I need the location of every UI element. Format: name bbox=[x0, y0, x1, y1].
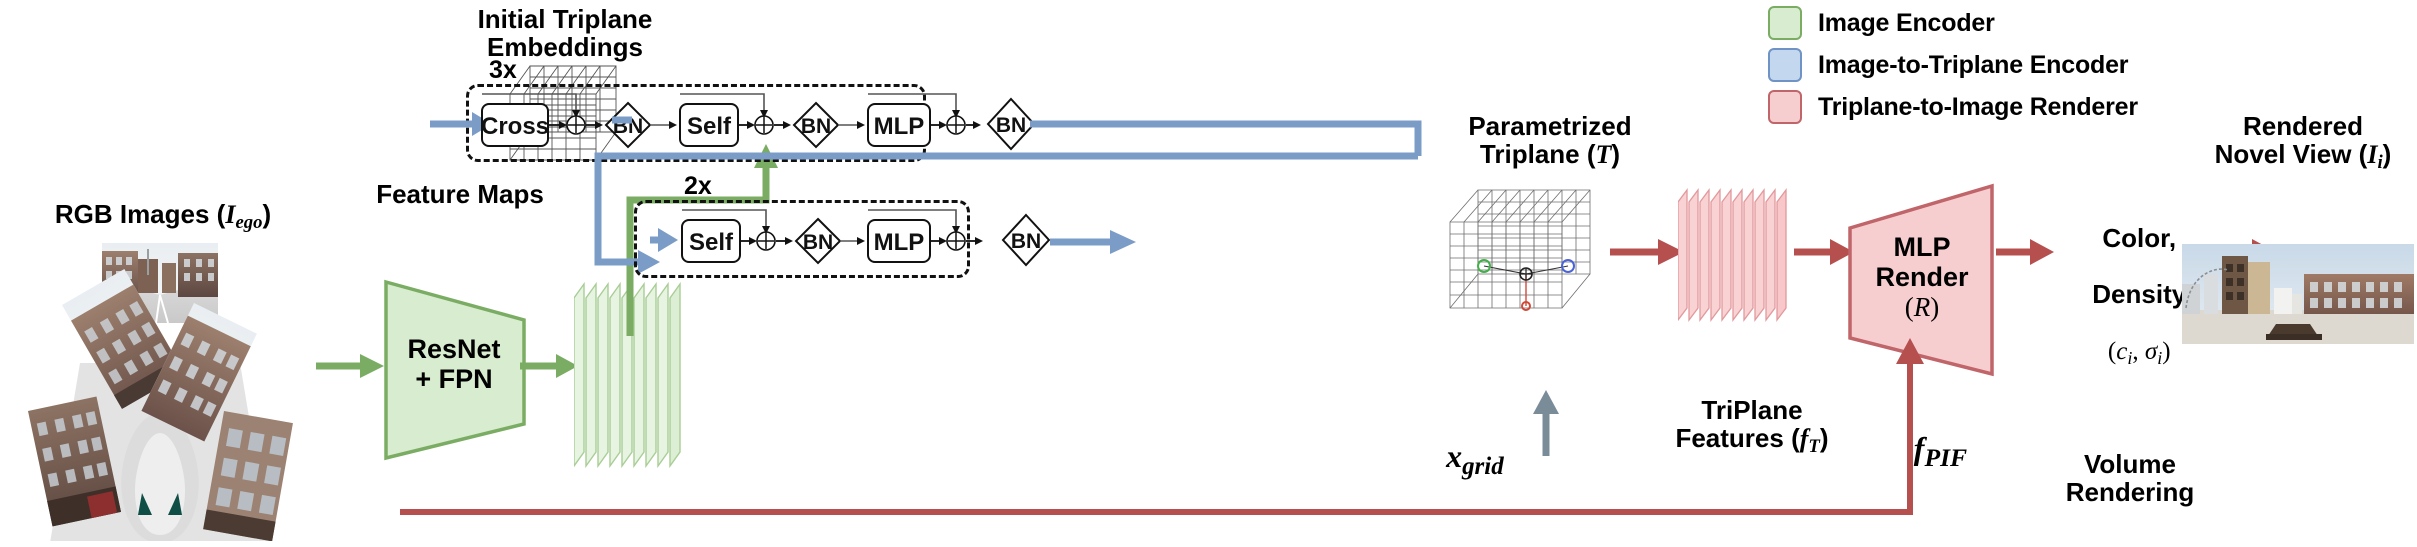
legend-item-triplane-to-image-renderer: Triplane-to-Image Renderer bbox=[1768, 88, 2408, 126]
feature-maps-label: Feature Maps bbox=[376, 179, 544, 209]
legend-swatch-triplane-to-image-renderer bbox=[1768, 90, 1802, 124]
arrow-xgrid-to-triplane bbox=[1528, 388, 1564, 463]
svg-text:Self: Self bbox=[687, 113, 732, 140]
rendered-novel-view-image bbox=[2182, 244, 2414, 344]
legend-label-image-to-triplane-encoder: Image-to-Triplane Encoder bbox=[1818, 50, 2129, 79]
svg-text:BN: BN bbox=[803, 231, 833, 254]
arrow-resnet-to-featuremaps bbox=[520, 350, 580, 387]
arrow-features-to-mlp-render bbox=[1794, 236, 1856, 273]
svg-text:MLP: MLP bbox=[874, 229, 925, 256]
legend-label-triplane-to-image-renderer: Triplane-to-Image Renderer bbox=[1818, 92, 2138, 121]
color-density-label: Color, Density (ci, σi) bbox=[2092, 223, 2187, 369]
resnet-fpn-label: ResNet + FPN bbox=[407, 334, 501, 395]
legend-item-image-encoder: Image Encoder bbox=[1768, 4, 2408, 42]
legend-label-image-encoder: Image Encoder bbox=[1818, 8, 1995, 37]
rgb-images-label: RGB Images (Iego) bbox=[54, 199, 272, 234]
legend-item-image-to-triplane-encoder: Image-to-Triplane Encoder bbox=[1768, 46, 2408, 84]
arrow-cube-to-transformer-top bbox=[612, 106, 652, 141]
legend-swatch-image-to-triplane-encoder bbox=[1768, 48, 1802, 82]
svg-text:BN: BN bbox=[801, 115, 831, 138]
rgb-images-mosaic bbox=[10, 243, 310, 541]
mlp-render-label: MLP Render (R) bbox=[1875, 232, 1969, 323]
arrow-triplane-to-features bbox=[1610, 236, 1686, 273]
transformer-top-repeat-label: 3x bbox=[489, 56, 517, 84]
transformer-bottom-bn-out: BN bbox=[1000, 212, 1060, 273]
legend: Image Encoder Image-to-Triplane Encoder … bbox=[1768, 4, 2408, 130]
arrow-mlp-to-color-density bbox=[1996, 236, 2056, 273]
svg-text:Self: Self bbox=[689, 229, 734, 256]
transformer-bottom-output-arrow bbox=[1050, 228, 1140, 263]
arrow-images-to-resnet bbox=[316, 350, 386, 387]
parametrized-triplane-grid bbox=[1440, 178, 1620, 343]
mlp-render-block: MLP Render (R) bbox=[1846, 182, 1998, 378]
fpif-skip-connection-path bbox=[396, 320, 1956, 545]
x-grid-label: xgrid bbox=[1446, 437, 1504, 480]
f-pif-label: fPIF bbox=[1913, 429, 1968, 472]
transformer-top-bn-out: BN bbox=[985, 96, 1045, 157]
svg-text:MLP: MLP bbox=[874, 113, 925, 140]
triplane-features-stack bbox=[1677, 188, 1806, 329]
resnet-fpn-block: ResNet + FPN bbox=[378, 278, 530, 462]
feature-maps-stack bbox=[573, 280, 704, 475]
legend-swatch-image-encoder bbox=[1768, 6, 1802, 40]
svg-text:BN: BN bbox=[996, 114, 1026, 137]
transformer-bottom-flow: Self BN MLP bbox=[650, 200, 990, 285]
svg-text:Cross: Cross bbox=[481, 113, 549, 140]
transformer-top-flow: Cross BN Self BN MLP bbox=[430, 84, 990, 169]
transformer-top-to-bottom-path bbox=[1030, 110, 1450, 295]
transformer-bottom-repeat-label: 2x bbox=[684, 172, 712, 200]
transformer-bottom-dashed-container bbox=[634, 200, 970, 278]
svg-text:BN: BN bbox=[1011, 230, 1041, 253]
